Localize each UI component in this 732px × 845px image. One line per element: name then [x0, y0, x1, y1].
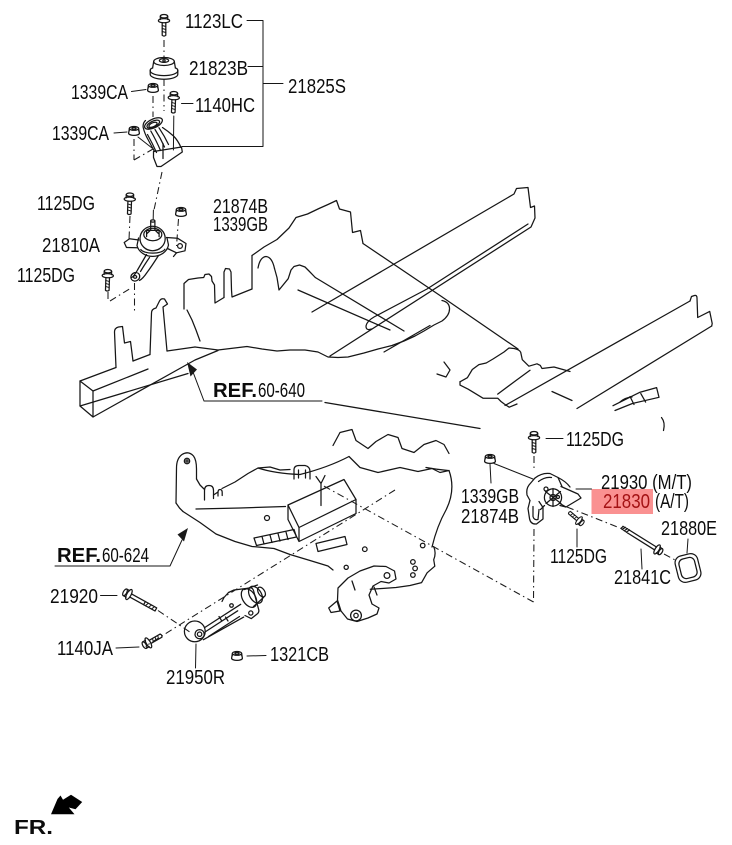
svg-text:1125DG: 1125DG: [566, 428, 624, 451]
svg-text:1140JA: 1140JA: [57, 637, 113, 660]
svg-text:21825S: 21825S: [288, 75, 346, 98]
svg-text:1125DG: 1125DG: [550, 545, 607, 568]
svg-text:1321CB: 1321CB: [270, 643, 329, 666]
svg-text:60-640: 60-640: [258, 379, 305, 402]
svg-text:1140HC: 1140HC: [195, 94, 255, 117]
svg-text:1339GB: 1339GB: [213, 213, 268, 236]
svg-text:(A/T): (A/T): [655, 490, 689, 513]
svg-text:1125DG: 1125DG: [37, 192, 95, 215]
svg-text:1339CA: 1339CA: [71, 81, 128, 104]
svg-text:21823B: 21823B: [189, 57, 248, 80]
svg-text:1339GB: 1339GB: [461, 485, 519, 508]
svg-text:21930 (M/T): 21930 (M/T): [601, 471, 692, 494]
svg-text:21920: 21920: [50, 585, 98, 608]
svg-text:21841C: 21841C: [614, 566, 671, 589]
svg-text:FR.: FR.: [14, 816, 53, 839]
svg-text:21880E: 21880E: [661, 517, 717, 540]
svg-text:21950R: 21950R: [166, 666, 225, 689]
svg-text:1125DG: 1125DG: [17, 264, 75, 287]
svg-text:1123LC: 1123LC: [185, 10, 243, 33]
svg-text:21874B: 21874B: [461, 505, 519, 528]
svg-text:60-624: 60-624: [102, 544, 149, 567]
svg-text:21810A: 21810A: [42, 234, 100, 257]
svg-text:21830: 21830: [603, 490, 650, 513]
svg-text:REF.: REF.: [57, 544, 101, 567]
svg-text:REF.: REF.: [213, 379, 257, 402]
svg-text:21874B: 21874B: [213, 195, 268, 218]
svg-text:1339CA: 1339CA: [52, 122, 109, 145]
